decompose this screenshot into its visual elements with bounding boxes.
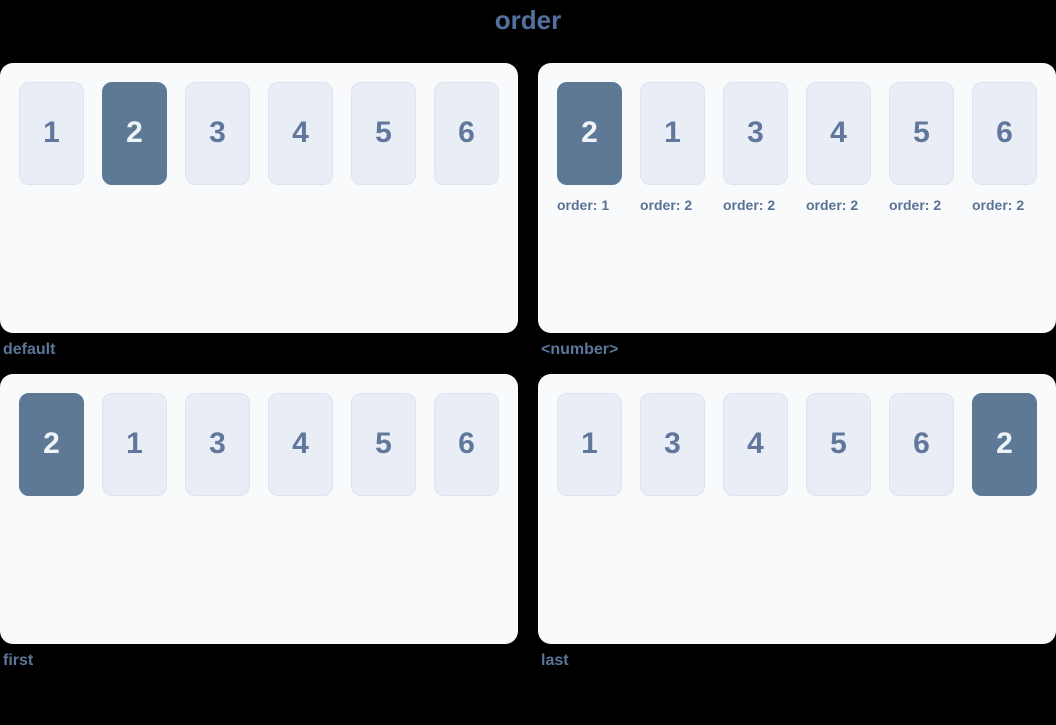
box-number: 1 (43, 116, 60, 150)
flex-item: 3 (640, 392, 705, 496)
flex-item: 2 order: 1 (557, 81, 622, 213)
flex-item-box: 3 (723, 81, 788, 185)
box-number: 4 (747, 427, 764, 461)
flex-item-box: 2 (972, 392, 1037, 496)
flex-item-box: 5 (806, 392, 871, 496)
examples-grid: 1 2 3 4 5 6 default (0, 62, 1056, 669)
flex-item: 3 (185, 81, 250, 185)
order-sublabel: order: 2 (640, 196, 693, 213)
order-sublabel: order: 2 (806, 196, 859, 213)
example-label-first: first (3, 651, 34, 669)
box-number: 1 (664, 116, 681, 150)
flex-item: 4 (723, 392, 788, 496)
flex-item-box: 3 (185, 81, 250, 185)
example-default: 1 2 3 4 5 6 default (0, 62, 518, 358)
flex-item-box: 6 (434, 81, 499, 185)
flex-container-panel-first: 2 1 3 4 5 6 (0, 373, 518, 644)
flex-item-box: 4 (268, 81, 333, 185)
flex-item: 6 (889, 392, 954, 496)
order-sublabel: order: 2 (723, 196, 776, 213)
example-number: 2 order: 1 1 order: 2 3 order: 2 4 order… (538, 62, 1056, 358)
flex-item-box: 2 (557, 81, 622, 185)
flex-item-box: 1 (557, 392, 622, 496)
order-demo-page: order 1 2 3 4 5 6 (0, 5, 1056, 669)
box-number: 6 (458, 116, 475, 150)
example-label-default: default (3, 340, 56, 358)
box-number: 5 (830, 427, 847, 461)
flex-item: 3 order: 2 (723, 81, 788, 213)
box-number: 6 (913, 427, 930, 461)
flex-container-panel-last: 1 3 4 5 6 2 (538, 373, 1056, 644)
box-number: 2 (996, 427, 1013, 461)
flex-item: 6 (434, 81, 499, 185)
order-sublabel: order: 1 (557, 196, 610, 213)
example-label-number: <number> (541, 340, 619, 358)
box-number: 6 (996, 116, 1013, 150)
flex-item-box: 4 (268, 392, 333, 496)
flex-item: 5 order: 2 (889, 81, 954, 213)
box-number: 5 (375, 116, 392, 150)
flex-item: 1 order: 2 (640, 81, 705, 213)
flex-item: 1 (557, 392, 622, 496)
box-number: 2 (581, 116, 598, 150)
flex-item: 3 (185, 392, 250, 496)
flex-item-box: 5 (351, 81, 416, 185)
flex-item: 1 (102, 392, 167, 496)
flex-items-row: 2 1 3 4 5 6 (19, 392, 499, 496)
flex-item-box: 6 (434, 392, 499, 496)
box-number: 6 (458, 427, 475, 461)
flex-item: 1 (19, 81, 84, 185)
box-number: 3 (209, 427, 226, 461)
flex-item-box: 6 (972, 81, 1037, 185)
box-number: 5 (375, 427, 392, 461)
page-title: order (494, 5, 562, 35)
flex-item: 6 order: 2 (972, 81, 1037, 213)
flex-item-box: 5 (889, 81, 954, 185)
flex-items-row: 1 2 3 4 5 6 (19, 81, 499, 185)
example-last: 1 3 4 5 6 2 last (538, 373, 1056, 669)
flex-item-box: 1 (19, 81, 84, 185)
box-number: 3 (664, 427, 681, 461)
flex-item: 5 (351, 392, 416, 496)
order-sublabel: order: 2 (972, 196, 1025, 213)
box-number: 5 (913, 116, 930, 150)
flex-item-box: 4 (723, 392, 788, 496)
box-number: 1 (126, 427, 143, 461)
flex-item-box: 1 (640, 81, 705, 185)
flex-item-box: 6 (889, 392, 954, 496)
box-number: 4 (292, 427, 309, 461)
order-sublabel: order: 2 (889, 196, 942, 213)
example-label-last: last (541, 651, 569, 669)
flex-item: 2 (19, 392, 84, 496)
flex-item: 4 order: 2 (806, 81, 871, 213)
flex-container-panel-default: 1 2 3 4 5 6 (0, 62, 518, 333)
example-first: 2 1 3 4 5 6 first (0, 373, 518, 669)
box-number: 4 (830, 116, 847, 150)
box-number: 2 (43, 427, 60, 461)
box-number: 3 (209, 116, 226, 150)
flex-item-box: 1 (102, 392, 167, 496)
flex-item-box: 3 (185, 392, 250, 496)
flex-item-box: 3 (640, 392, 705, 496)
flex-container-panel-number: 2 order: 1 1 order: 2 3 order: 2 4 order… (538, 62, 1056, 333)
flex-item: 6 (434, 392, 499, 496)
box-number: 1 (581, 427, 598, 461)
flex-item-box: 4 (806, 81, 871, 185)
box-number: 2 (126, 116, 143, 150)
box-number: 4 (292, 116, 309, 150)
flex-item: 4 (268, 81, 333, 185)
flex-items-row: 2 order: 1 1 order: 2 3 order: 2 4 order… (557, 81, 1037, 213)
flex-item: 5 (806, 392, 871, 496)
flex-item-box: 5 (351, 392, 416, 496)
flex-item-box: 2 (102, 81, 167, 185)
flex-item: 4 (268, 392, 333, 496)
flex-item-box: 2 (19, 392, 84, 496)
flex-item: 5 (351, 81, 416, 185)
flex-item: 2 (102, 81, 167, 185)
flex-item: 2 (972, 392, 1037, 496)
flex-items-row: 1 3 4 5 6 2 (557, 392, 1037, 496)
box-number: 3 (747, 116, 764, 150)
